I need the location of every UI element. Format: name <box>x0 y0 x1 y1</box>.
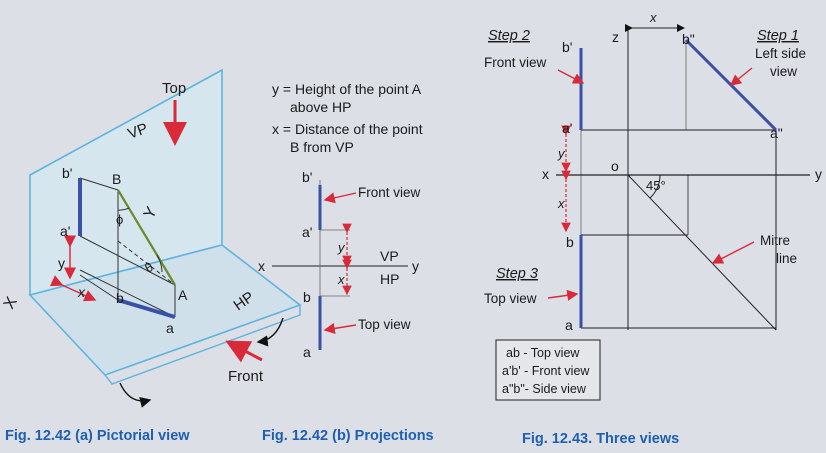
top-view-pointer-c <box>547 289 579 301</box>
vp-rotation-arrow <box>119 382 152 408</box>
label-A: A <box>178 287 188 303</box>
projections-view: y = Height of the point A above HP x = D… <box>258 81 434 444</box>
label-mitre-2: line <box>776 251 797 266</box>
label-front-view-c: Front view <box>484 55 547 70</box>
top-view-pointer <box>323 322 357 334</box>
label-front: Front <box>228 368 264 385</box>
legend-item: ab - Top view <box>506 346 580 360</box>
mitre-line <box>627 174 777 331</box>
three-views: Step 2 Step 1 Step 3 Front view Top view… <box>484 10 822 447</box>
label-a: a <box>166 320 174 336</box>
label-b-c: b <box>566 234 574 250</box>
caption-c: Fig. 12.43. Three views <box>522 431 679 447</box>
definition-x-line2: B from VP <box>290 139 354 155</box>
true-line-AB <box>117 189 176 286</box>
theta-arc <box>156 254 163 273</box>
front-arrow <box>225 340 263 363</box>
projector-a-aprime <box>79 235 176 286</box>
label-x-dim-c: x <box>557 196 565 211</box>
dashed-parallel <box>117 240 176 286</box>
label-front-view-b: Front view <box>358 185 421 200</box>
label-top-view-b: Top view <box>358 317 411 332</box>
label-a-b: a <box>303 344 311 360</box>
label-vp-b: VP <box>380 248 399 264</box>
label-b: b <box>116 290 124 306</box>
x-dim-line <box>49 275 97 302</box>
label-x-axis-c: x <box>542 166 549 182</box>
definition-y-line2: above HP <box>290 99 351 115</box>
label-z: z <box>612 29 619 45</box>
label-vp: VP <box>126 120 151 143</box>
legend-item: a'b' - Front view <box>502 364 590 378</box>
label-b-prime: b' <box>62 165 72 181</box>
label-b-prime-b: b' <box>302 169 312 185</box>
side-view-pointer-c <box>729 67 753 86</box>
label-y-dim-c: y <box>557 146 566 161</box>
caption-b: Fig. 12.42 (b) Projections <box>262 428 434 444</box>
label-o: o <box>611 158 619 174</box>
label-step1: Step 1 <box>757 28 799 44</box>
label-X: X <box>1 294 21 312</box>
label-x-top: x <box>649 10 657 25</box>
projector-b-bprime <box>79 177 119 191</box>
label-step2: Step 2 <box>488 28 530 44</box>
label-left-side-view-1: Left side <box>755 46 806 61</box>
label-b-dprime: b" <box>682 31 695 47</box>
hp-rotation-arrow <box>256 317 284 347</box>
label-top: Top <box>162 80 186 97</box>
label-mitre-1: Mitre <box>760 233 790 248</box>
label-step3: Step 3 <box>496 266 538 282</box>
label-y-dim-b: y <box>337 240 346 255</box>
label-b-prime-c: b' <box>562 39 572 55</box>
label-b-b: b <box>303 289 311 305</box>
label-x-dim: x <box>77 284 86 300</box>
definition-x-line1: x = Distance of the point <box>272 121 423 137</box>
mitre-pointer-c <box>711 241 755 264</box>
label-a-prime-c: a' <box>562 120 572 136</box>
top-view-line <box>117 298 176 319</box>
label-a-dprime: a" <box>770 125 783 141</box>
phi-arc <box>117 207 130 211</box>
definition-y-line1: y = Height of the point A <box>272 81 422 97</box>
front-view-pointer-c <box>557 69 585 84</box>
label-B: B <box>112 171 121 187</box>
label-a-c: a <box>565 317 573 333</box>
label-y-axis-c: y <box>815 166 822 182</box>
pictorial-view: Top VP HP Front b' a' B A b a ϕ θ y x X … <box>1 68 302 444</box>
label-a-prime-b: a' <box>302 224 312 240</box>
legend-box <box>495 339 601 401</box>
label-phi: ϕ <box>116 212 123 227</box>
label-x-axis-b: x <box>258 258 265 274</box>
label-a-prime: a' <box>60 223 70 239</box>
front-view-pointer <box>323 192 357 204</box>
label-angle: 45° <box>646 178 666 193</box>
legend-item: a"b"- Side view <box>502 382 587 396</box>
label-y-dim: y <box>58 255 65 271</box>
label-x-dim-b: x <box>337 272 345 287</box>
label-y-axis-b: y <box>412 258 419 274</box>
label-top-view-c: Top view <box>484 291 537 306</box>
hp-fold <box>104 305 301 385</box>
label-hp-b: HP <box>380 271 399 287</box>
caption-a: Fig. 12.42 (a) Pictorial view <box>5 428 190 444</box>
angle-45-arc <box>649 174 661 199</box>
label-left-side-view-2: view <box>770 64 797 79</box>
